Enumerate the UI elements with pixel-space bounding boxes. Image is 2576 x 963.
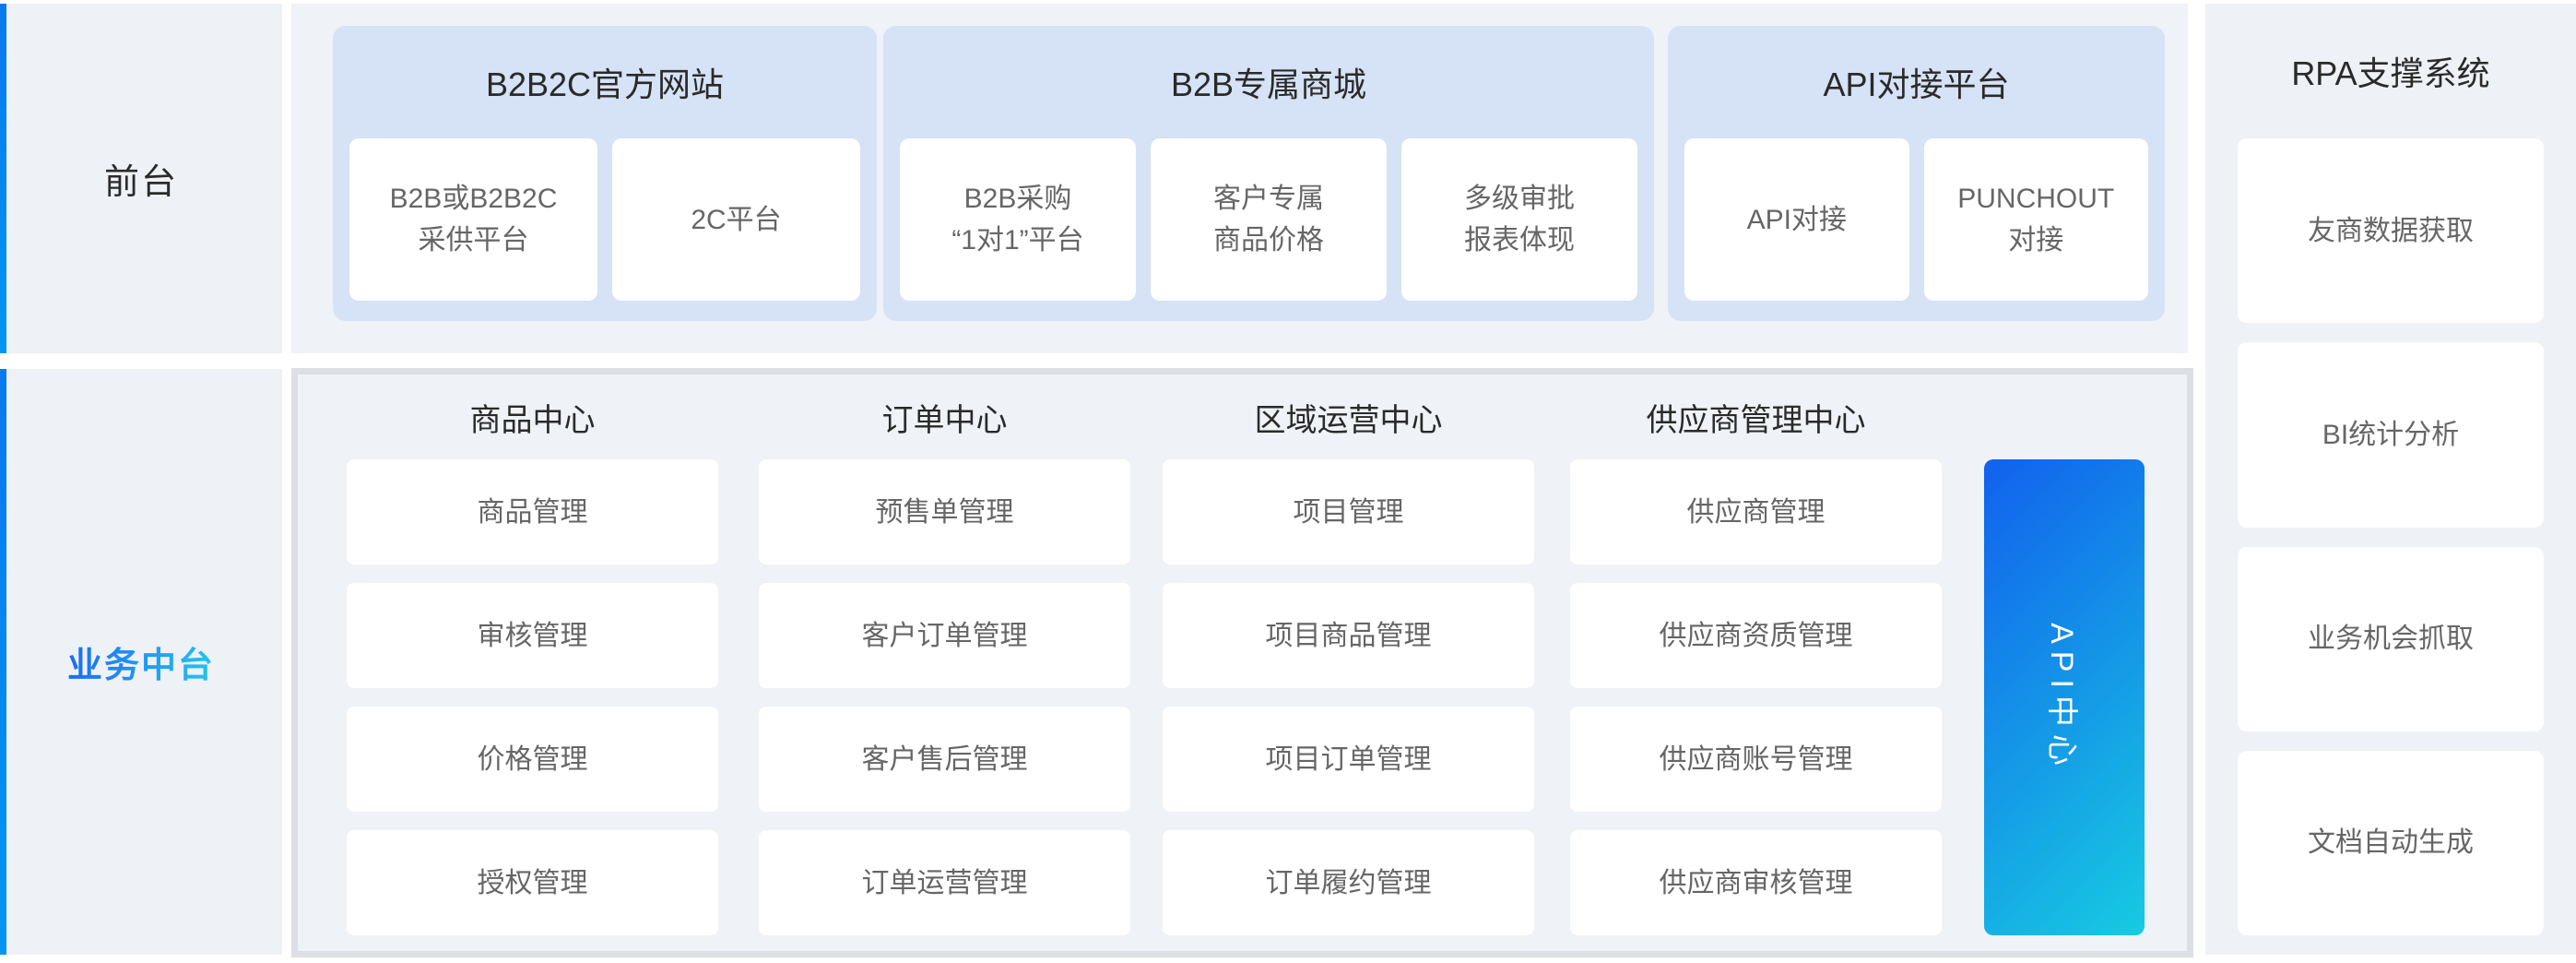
front-stage-label: 前台 [103, 163, 178, 202]
platform-card: B2B或B2B2C 采供平台 [349, 138, 597, 301]
module-card: 供应商账号管理 [1570, 707, 1942, 812]
module-card: 授权管理 [347, 830, 718, 935]
rpa-panel-title: RPA支撑系统 [2291, 54, 2490, 92]
front-group-title: B2B2C官方网站 [485, 65, 725, 103]
platform-card: PUNCHOUT 对接 [1923, 138, 2148, 301]
business-middle-platform-section: 商品中心商品管理审核管理价格管理授权管理订单中心预售单管理客户订单管理客户售后管… [291, 368, 2193, 957]
middle-platform-rail-panel: 业务中台 [0, 369, 282, 955]
rpa-card: 友商数据获取 [2238, 138, 2544, 324]
center-column-card-list: 预售单管理客户订单管理客户售后管理订单运营管理 [759, 459, 1130, 935]
module-card: 项目订单管理 [1163, 707, 1534, 812]
middle-platform-label: 业务中台 [67, 636, 215, 687]
module-card: 审核管理 [347, 583, 718, 688]
blue-accent-bar [0, 369, 6, 955]
center-column-title: 订单中心 [881, 402, 1008, 438]
platform-card: API对接 [1684, 138, 1909, 301]
center-column-card-list: 商品管理审核管理价格管理授权管理 [347, 459, 718, 935]
rpa-card: 业务机会抓取 [2238, 546, 2544, 731]
center-column-title: 区域运营中心 [1254, 402, 1443, 438]
module-card: 价格管理 [347, 707, 718, 812]
blue-accent-bar [0, 4, 6, 353]
platform-card: B2B采购 “1对1”平台 [900, 138, 1136, 301]
module-card: 客户售后管理 [759, 707, 1130, 812]
center-column-card-list: 供应商管理供应商资质管理供应商账号管理供应商审核管理 [1570, 459, 1942, 935]
rpa-card: 文档自动生成 [2238, 750, 2544, 935]
center-column-card-list: 项目管理项目商品管理项目订单管理订单履约管理 [1163, 459, 1534, 935]
center-column-title: 商品中心 [469, 402, 596, 438]
api-center-label: API中心 [2043, 622, 2079, 773]
center-column-title: 供应商管理中心 [1646, 402, 1866, 438]
rpa-card: BI统计分析 [2238, 342, 2544, 528]
platform-card: 客户专属 商品价格 [1151, 138, 1387, 301]
front-group-title: API对接平台 [1823, 65, 2010, 103]
module-card: 商品管理 [347, 459, 718, 565]
center-column: 商品中心商品管理审核管理价格管理授权管理 [347, 374, 718, 935]
module-card: 客户订单管理 [759, 583, 1130, 688]
module-card: 供应商资质管理 [1570, 583, 1942, 688]
platform-card: 2C平台 [612, 138, 860, 301]
platform-card: 多级审批 报表体现 [1401, 138, 1637, 301]
module-card: 项目商品管理 [1163, 583, 1534, 688]
front-stage-rail-panel: 前台 [0, 4, 282, 353]
module-card: 订单履约管理 [1163, 830, 1534, 935]
front-group-card-row: B2B采购 “1对1”平台客户专属 商品价格多级审批 报表体现 [900, 138, 1637, 301]
front-group: B2B专属商城 B2B采购 “1对1”平台客户专属 商品价格多级审批 报表体现 [883, 26, 1654, 321]
module-card: 订单运营管理 [759, 830, 1130, 935]
module-card: 供应商审核管理 [1570, 830, 1942, 935]
api-center-bar: API中心 [1984, 459, 2145, 935]
center-column: 区域运营中心项目管理项目商品管理项目订单管理订单履约管理 [1163, 374, 1534, 935]
center-column: 供应商管理中心供应商管理供应商资质管理供应商账号管理供应商审核管理 [1570, 374, 1942, 935]
module-card: 供应商管理 [1570, 459, 1942, 565]
front-group-title: B2B专属商城 [1170, 65, 1367, 103]
module-card: 预售单管理 [759, 459, 1130, 565]
module-card: 项目管理 [1163, 459, 1534, 565]
center-column: 订单中心预售单管理客户订单管理客户售后管理订单运营管理 [759, 374, 1130, 935]
